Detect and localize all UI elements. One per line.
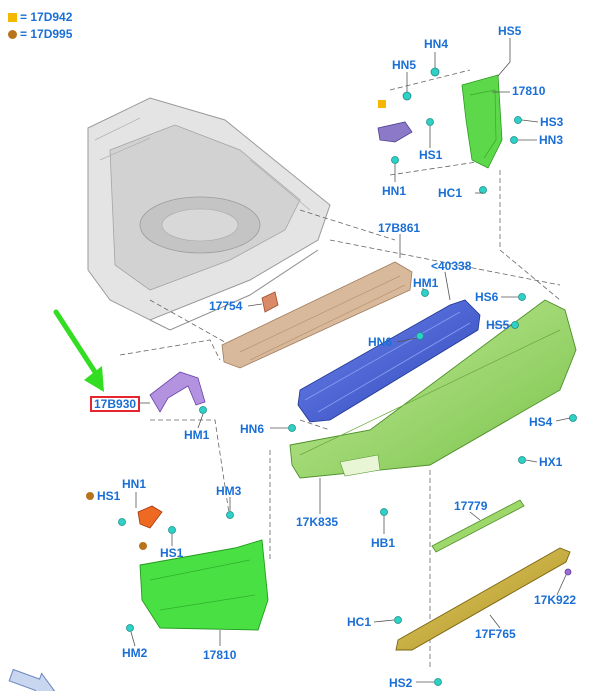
label-hn4[interactable]: HN4 <box>424 37 449 51</box>
legend-item-17d942: = 17D942 <box>8 10 72 24</box>
fastener-clips <box>86 67 577 686</box>
bracket-17810-upper <box>461 74 503 169</box>
label-hs1-top[interactable]: HS1 <box>419 148 443 162</box>
label-hx1[interactable]: HX1 <box>539 455 563 469</box>
legend-item-17d995: = 17D995 <box>8 27 72 41</box>
label-17754[interactable]: 17754 <box>209 299 243 313</box>
label-hs4[interactable]: HS4 <box>529 415 553 429</box>
label-hs1-low-a[interactable]: HS1 <box>97 489 121 503</box>
label-hn5[interactable]: HN5 <box>392 58 417 72</box>
leader-lines <box>130 38 571 683</box>
label-hc1-top[interactable]: HC1 <box>438 186 463 200</box>
label-hm3[interactable]: HM3 <box>216 484 242 498</box>
reflector-17f765 <box>395 547 571 651</box>
label-hs6[interactable]: HS6 <box>475 290 499 304</box>
label-hn1-top[interactable]: HN1 <box>382 184 407 198</box>
pointer-arrow-icon <box>53 309 104 392</box>
vehicle-floor-pan <box>87 97 331 331</box>
label-17b930-highlighted[interactable]: 17B930 <box>90 396 141 412</box>
bracket-lower-orange <box>137 505 163 529</box>
label-hs5-mid[interactable]: HS5 <box>486 318 510 332</box>
legend-text-17d942: = 17D942 <box>20 10 73 24</box>
bracket-17754 <box>261 291 279 313</box>
label-17k835[interactable]: 17K835 <box>296 515 339 529</box>
bumper-cover-17k835 <box>289 299 577 479</box>
legend-text-17d995: = 17D995 <box>20 27 73 41</box>
bracket-17b930 <box>149 371 206 413</box>
label-hs5-top[interactable]: HS5 <box>498 24 522 38</box>
label-17b861[interactable]: 17B861 <box>378 221 421 235</box>
label-hn1-low[interactable]: HN1 <box>122 477 147 491</box>
label-hn3[interactable]: HN3 <box>539 133 564 147</box>
label-40338[interactable]: <40338 <box>431 259 472 273</box>
label-17f765[interactable]: 17F765 <box>475 627 516 641</box>
square-icon <box>8 13 17 22</box>
label-hn6-low[interactable]: HN6 <box>240 422 265 436</box>
label-hs3[interactable]: HS3 <box>540 115 564 129</box>
label-hm1-left[interactable]: HM1 <box>184 428 210 442</box>
circle-icon <box>8 30 17 39</box>
bracket-17810-lower <box>139 539 269 631</box>
nav-arrow-icon[interactable] <box>7 664 58 691</box>
trim-strip-17779 <box>431 499 525 553</box>
impact-beam-40338 <box>297 299 481 423</box>
label-17810-low[interactable]: 17810 <box>203 648 237 662</box>
label-hm2[interactable]: HM2 <box>122 646 148 660</box>
label-hn6-mid[interactable]: HN6 <box>368 335 393 349</box>
bracket-upper-purple <box>377 121 413 143</box>
label-17810-top[interactable]: 17810 <box>512 84 546 98</box>
label-17779[interactable]: 17779 <box>454 499 488 513</box>
label-17k922[interactable]: 17K922 <box>534 593 577 607</box>
assembly-guide-lines <box>119 69 561 670</box>
label-hs1-low-b[interactable]: HS1 <box>160 546 184 560</box>
label-hc1-low[interactable]: HC1 <box>347 615 372 629</box>
label-hm1-right[interactable]: HM1 <box>413 276 439 290</box>
label-hs2[interactable]: HS2 <box>389 676 413 690</box>
label-hb1[interactable]: HB1 <box>371 536 396 550</box>
energy-absorber-17b861 <box>221 261 413 369</box>
